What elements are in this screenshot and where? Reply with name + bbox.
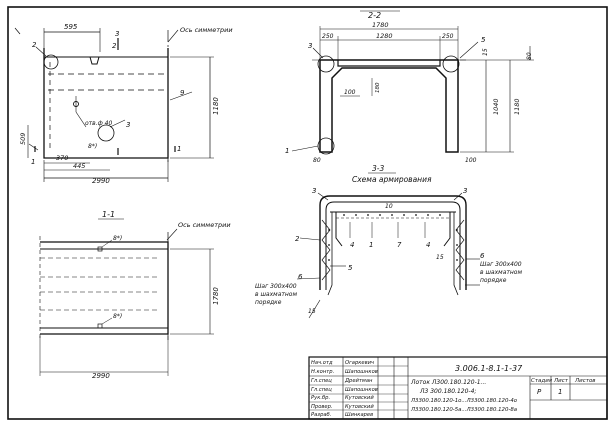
note-left-2: в шахматном <box>255 291 297 298</box>
dim-445: 445 <box>73 162 85 170</box>
tb-name-2: Дрейтман <box>344 378 373 384</box>
note-right-3: порядке <box>480 277 507 284</box>
tb-name-3: Шапошнков <box>345 387 378 393</box>
cut-mark-1-left: 1 <box>31 158 35 166</box>
axis-label: Ось симметрии <box>180 26 233 34</box>
dim-250-right: 250 <box>442 33 454 40</box>
tb-role-4: Рук.бр. <box>311 395 330 401</box>
section-22-title: 2-2 <box>368 11 381 20</box>
mark-4-right: 4 <box>426 241 430 249</box>
dim-1280: 1280 <box>376 32 393 40</box>
tb-header-sheet: Лист <box>553 378 569 384</box>
section-2-2: 2-2 1780 250 1280 250 100 180 1040 1180 … <box>285 10 534 164</box>
dim-80-top: 80 <box>526 52 533 60</box>
tb-name-5: Кутовский <box>345 404 374 410</box>
sec-ref-8: 8*) <box>88 143 97 150</box>
mark-3-22: 3 <box>308 42 312 50</box>
cut-mark-1-right: 1 <box>177 145 181 153</box>
tb-name-6: Шинкарев <box>345 412 373 418</box>
mark-3b: 3 <box>126 121 130 129</box>
note-right-1: Шаг 300х400 <box>480 261 522 268</box>
tb-header-stage: Стадия <box>531 378 553 384</box>
mark-3-right-33: 3 <box>463 187 467 195</box>
tb-role-6: Разраб. <box>311 412 331 418</box>
tb-name-1: Шапошнков <box>345 369 378 375</box>
mark-3-left-33: 3 <box>312 187 316 195</box>
rebar-dots <box>328 214 458 261</box>
mark-6-left: 6 <box>298 273 303 281</box>
sec-ref-top-11: 8*) <box>113 235 122 242</box>
tb-desc-0: Лоток Л300.180.120-1... <box>410 379 486 386</box>
mark-4-left: 4 <box>350 241 354 249</box>
tb-code: 3.006.1-8.1-1-37 <box>455 364 523 373</box>
section-33-subtitle: Схема армирования <box>352 175 432 184</box>
dim-2990-main: 2990 <box>92 177 110 185</box>
dim-100-22: 100 <box>344 89 356 96</box>
cut-mark-2: 2 <box>112 42 117 50</box>
mark-5-22: 5 <box>481 36 486 44</box>
dim-1780-22: 1780 <box>372 21 389 29</box>
dim-15: 15 <box>482 48 489 56</box>
sec-ref-bot-11: 8*) <box>113 313 122 320</box>
tb-desc-2: Л3300.180.120-1о...Л3300.180.120-4о <box>410 398 518 404</box>
tb-value-sheet: 1 <box>558 388 562 396</box>
tb-role-2: Гл.спец <box>311 378 332 384</box>
tb-header-sheets: Листов <box>574 378 596 384</box>
mark-5-33: 5 <box>348 264 353 272</box>
main-view: 595 3 2 2 Ось симметрии 9 1180 509 отв.ф… <box>14 23 233 185</box>
dim-100-bottom: 100 <box>465 157 477 164</box>
section-3-3: 3-3 Схема армирования <box>255 164 522 319</box>
mark-6-right: 6 <box>480 252 485 260</box>
dim-1180-main: 1180 <box>212 97 220 115</box>
section-1-1: 1-1 Ось симметрии 8*) 8*) 1780 2990 <box>39 210 231 380</box>
mark-7: 7 <box>397 241 402 249</box>
mark-2-33: 2 <box>295 235 300 243</box>
tb-role-0: Нач.отд <box>311 360 333 366</box>
section-33-title: 3-3 <box>372 164 384 173</box>
mark-15-bottom: 15 <box>308 308 316 315</box>
dim-80-bottom: 80 <box>313 157 321 164</box>
dim-509: 509 <box>19 133 27 145</box>
axis-label-11: Ось симметрии <box>178 221 231 229</box>
title-block: Нач.отд Огаркевич Н.контр. Шапошнков Гл.… <box>308 356 608 420</box>
tb-role-3: Гл.спец <box>311 387 332 393</box>
mark-1-33: 1 <box>369 241 373 249</box>
dim-250-left: 250 <box>322 33 334 40</box>
tb-value-stage: Р <box>537 388 542 396</box>
tb-name-0: Огаркевич <box>345 360 374 366</box>
mark-2: 2 <box>32 41 37 49</box>
sheet-frame <box>7 6 608 420</box>
dim-1780-11: 1780 <box>212 287 220 305</box>
dim-370: 370 <box>56 154 68 162</box>
section-11-title: 1-1 <box>102 210 115 219</box>
mark-9: 9 <box>180 89 185 97</box>
mark-10: 10 <box>385 203 393 210</box>
dim-1180-22: 1180 <box>513 98 521 115</box>
mark-1-22: 1 <box>285 147 289 155</box>
dim-2990-11: 2990 <box>92 372 110 380</box>
tb-desc-3: Л3300.180.120-5а...Л3300.180.120-8а <box>410 407 517 413</box>
note-left-3: порядке <box>255 299 282 306</box>
dim-1040: 1040 <box>492 98 500 115</box>
hole-label: отв.ф 40 <box>85 120 112 127</box>
mark-3: 3 <box>115 30 119 38</box>
tb-desc-1: Л3 300.180.120-4; <box>419 388 476 395</box>
tb-role-1: Н.контр. <box>311 369 334 375</box>
dim-180-22: 180 <box>375 82 381 93</box>
tb-name-4: Кутовский <box>345 395 374 401</box>
note-right-2: в шахматном <box>480 269 522 276</box>
tb-role-5: Провер. <box>311 404 333 410</box>
note-left-1: Шаг 300х400 <box>255 283 297 290</box>
dim-595: 595 <box>64 23 78 31</box>
mark-15-top: 15 <box>436 254 444 261</box>
